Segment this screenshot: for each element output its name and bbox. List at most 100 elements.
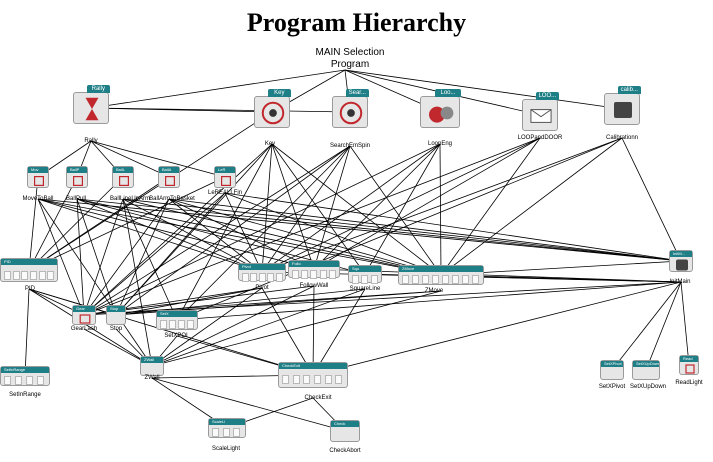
node-zwall-header: ZWall xyxy=(141,357,163,363)
edge-lereallfin-gearlash xyxy=(83,192,226,316)
node-stop-block[interactable]: Stop xyxy=(106,305,126,325)
edge-searchemspin-rally xyxy=(90,107,351,113)
node-setxpivot-block[interactable]: SetXPivot xyxy=(600,360,624,380)
edge-pid-ballpull xyxy=(28,176,78,271)
node-loopanddoor-label: LOOPandDOOR xyxy=(517,135,563,141)
edge-pid-key xyxy=(28,111,273,271)
edge-loopeng-gearlash xyxy=(83,143,441,316)
node-checkexit-param-slot xyxy=(324,375,332,384)
node-checkexit-param-slot xyxy=(335,375,343,384)
node-setxupdown-block[interactable]: SetXUpDown xyxy=(632,360,660,380)
node-scalelight-block[interactable]: ScaleLi xyxy=(208,418,246,438)
edge-loopanddoor-followwall xyxy=(313,137,541,270)
root-label-line1: MAIN Selection xyxy=(315,47,385,58)
node-checkexit-header: CheckExit xyxy=(279,363,347,369)
edge-loopeng-squareline xyxy=(364,143,441,275)
node-pivot-param-slot xyxy=(250,273,258,282)
node-scalelight-header: ScaleLi xyxy=(209,419,245,425)
node-loopeng-block[interactable]: Loo... xyxy=(420,89,461,128)
root-label-line2: Program xyxy=(330,59,370,70)
node-pid-param-slot xyxy=(21,271,29,280)
edge-ballpull-pivot xyxy=(76,198,263,273)
edge-loopeng-zmove xyxy=(439,143,442,276)
node-pid-block[interactable]: PID xyxy=(0,258,58,282)
node-zmove-block[interactable]: ZMove xyxy=(398,265,484,285)
node-zwall-block[interactable]: ZWall xyxy=(140,356,164,376)
edge-balllineuparm-zmove xyxy=(122,198,442,276)
node-followwall-label: FollowWall xyxy=(299,283,329,289)
node-stop-header: Stop xyxy=(107,306,125,312)
node-squareline-param-slot xyxy=(370,275,378,284)
edge-searchemspin-gearlash xyxy=(83,145,351,316)
node-zmove-param-slot xyxy=(432,275,439,284)
node-checkabort-block[interactable]: Check xyxy=(330,420,360,442)
node-lereallfin-block[interactable]: LeR xyxy=(214,166,236,188)
node-pivot-param-slot xyxy=(267,273,275,282)
node-key-block[interactable]: Key xyxy=(254,89,291,128)
edge-movetoball-initmain xyxy=(37,198,682,262)
node-ballarmtobasket-icon xyxy=(159,170,181,197)
node-initmain-block[interactable]: InitM... xyxy=(669,250,693,272)
node-initmain-label: InitMain xyxy=(669,279,691,285)
edge-searchemspin-zmove xyxy=(349,145,442,276)
node-calibrationn-block[interactable]: calib... xyxy=(604,86,641,125)
node-checkexit-block[interactable]: CheckExit xyxy=(278,362,348,388)
node-key-tab: Key xyxy=(267,89,291,97)
node-checkexit-param-slot xyxy=(292,375,300,384)
edge-movetoball-followwall xyxy=(37,198,315,270)
node-calibrationn-label: Calibrationn xyxy=(605,135,639,141)
edge-pid-balllineuparm xyxy=(28,176,124,271)
edge-movetoball-pivot xyxy=(37,198,263,273)
node-readlight-block[interactable]: Read xyxy=(679,355,699,375)
edge-initmain-setxpoi xyxy=(176,281,682,321)
node-scalelight-param-slot xyxy=(222,428,230,437)
node-followwall-param-slot xyxy=(328,270,336,279)
node-setinrange-param-slot xyxy=(37,376,44,385)
node-pivot-param-slot xyxy=(258,273,266,282)
node-scalelight-param-slot xyxy=(212,428,219,437)
node-pid-param-slot xyxy=(4,271,11,280)
node-movetoball-block[interactable]: Mov xyxy=(27,166,49,188)
node-checkabort-label: CheckAbort xyxy=(329,448,361,454)
node-pivot-block[interactable]: Pivot xyxy=(238,263,286,282)
edge-followwall-zwall xyxy=(151,285,315,367)
node-balllineuparm-icon xyxy=(113,170,135,197)
node-pid-param-slot xyxy=(12,271,20,280)
node-setxpoi-param-slot xyxy=(187,320,194,329)
edge-rally-lereallfin xyxy=(90,140,226,178)
node-searchemspin-block[interactable]: Sear... xyxy=(332,89,369,128)
node-squareline-block[interactable]: Squ xyxy=(348,265,382,284)
edge-initmain-readlight xyxy=(680,281,690,366)
edge-lereallfin-pivot xyxy=(224,192,263,273)
node-zmove-param-slot xyxy=(402,275,409,284)
node-setxpoi-header: SetX xyxy=(157,311,197,317)
node-pid-header: PID xyxy=(1,259,57,265)
node-ballpull-block[interactable]: BallP xyxy=(66,166,88,188)
node-rally-block[interactable]: Rally xyxy=(73,85,110,124)
edge-searchemspin-pivot xyxy=(261,145,351,273)
edge-root-rally xyxy=(90,69,346,109)
node-setinrange-param-slot xyxy=(4,376,11,385)
node-searchemspin-icon xyxy=(333,97,369,134)
node-followwall-block[interactable]: Follo xyxy=(288,260,340,279)
node-balllineuparm-block[interactable]: BallL xyxy=(112,166,134,188)
diagram-title: Program Hierarchy xyxy=(246,8,467,37)
node-calibrationn-tab: calib... xyxy=(617,86,641,94)
edge-followwall-checkexit xyxy=(312,285,315,376)
root-node-main-selection-program[interactable]: MAIN Selection Program xyxy=(300,47,400,71)
node-ballarmtobasket-block[interactable]: BallA xyxy=(158,166,180,188)
edge-calibrationn-pivot xyxy=(261,137,623,273)
node-loopanddoor-block[interactable]: LOO... xyxy=(522,92,559,131)
node-setxpoi-block[interactable]: SetX xyxy=(156,310,198,330)
node-scalelight-param-slot xyxy=(233,428,241,437)
edge-movetoball-zmove xyxy=(37,198,442,276)
edge-ballpull-gearlash xyxy=(76,198,85,316)
node-pid-param-slot xyxy=(30,271,37,280)
node-setinrange-block[interactable]: SetInRange xyxy=(0,366,50,386)
node-squareline-header: Squ xyxy=(349,266,381,272)
edge-pivot-zwall xyxy=(151,287,263,367)
node-ballpull-header: BallP xyxy=(67,167,87,173)
node-pid-param-slot xyxy=(38,271,46,280)
node-gearlash-block[interactable]: Gear xyxy=(72,305,96,325)
node-setinrange-param-slot xyxy=(26,376,33,385)
